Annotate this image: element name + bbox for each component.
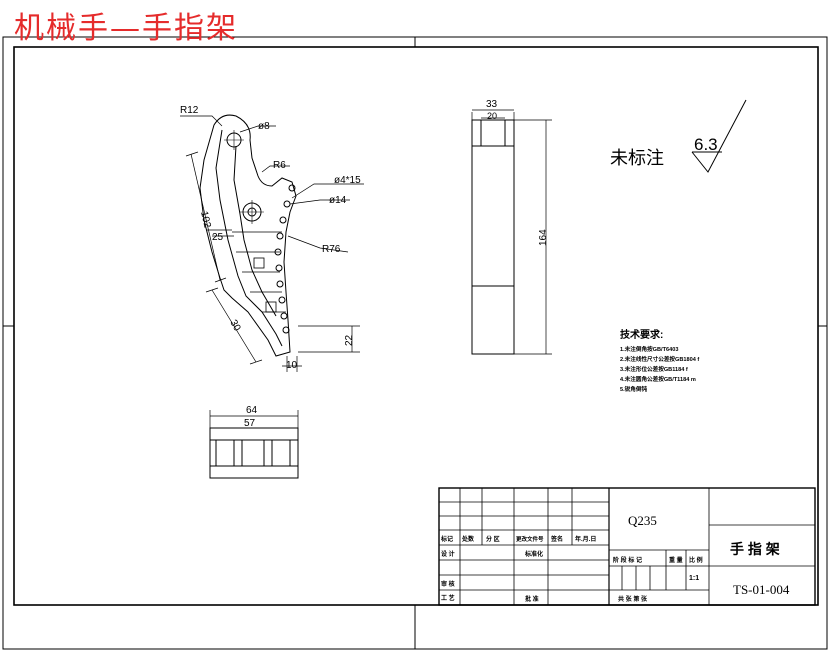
part-name: 手 指 架 (730, 541, 780, 557)
stage-header: 比 例 (689, 556, 703, 564)
dim-20: 20 (487, 111, 497, 121)
dim-102: 102 (198, 210, 213, 229)
roughness-label: 未标注 (610, 148, 664, 168)
dim-d14: ø14 (329, 195, 347, 206)
rev-header: 年.月.日 (575, 535, 596, 543)
sheet-text: 共 张 第 张 (618, 595, 648, 603)
inner-frame (13, 46, 819, 606)
tech-requirements: 技术要求: 1.未注倒角按GB/T6403 2.未注线性尺寸公差按GB1804 … (620, 328, 699, 393)
banner-title: 机械手—手指架 (14, 11, 238, 46)
dim-33: 33 (486, 99, 498, 110)
centering-marks (3, 37, 827, 649)
dim-22: 22 (344, 334, 355, 346)
stage-header: 阶 段 标 记 (613, 556, 642, 564)
revision-grid (439, 488, 610, 605)
rev-header: 标记 (440, 535, 453, 543)
tech-item: 5.锐角倒钝 (620, 385, 647, 393)
tech-item: 2.未注线性尺寸公差按GB1804 f (620, 355, 699, 363)
side-view: R12 ø8 R6 ø4*15 ø14 102 25 R76 30 22 10 (180, 105, 364, 372)
top-view: 64 57 (209, 405, 299, 479)
stage-header: 重 量 (669, 556, 683, 564)
tech-title: 技术要求: (620, 328, 663, 341)
dim-57: 57 (244, 418, 256, 429)
ribs (232, 231, 286, 313)
role-standard: 标准化 (524, 550, 543, 558)
bracket-outline (199, 114, 297, 357)
roughness-value: 6.3 (694, 135, 718, 154)
top-dimension-lines (209, 410, 299, 429)
scale: 1:1 (689, 575, 699, 582)
dim-d8: ø8 (258, 121, 270, 132)
rev-header: 签名 (550, 535, 563, 543)
bracket-inner-edge (215, 129, 283, 347)
role-process: 工 艺 (441, 594, 455, 602)
role-design: 设 计 (441, 550, 455, 558)
title-block: Q235 手 指 架 TS-01-004 1:1 标记 处数 分 区 更改文件号… (438, 487, 816, 606)
dim-r76: R76 (322, 244, 341, 255)
tech-item: 1.未注倒角按GB/T6403 (620, 345, 678, 353)
dim-r12: R12 (180, 105, 199, 116)
dim-164: 164 (538, 229, 549, 246)
material: Q235 (628, 513, 657, 528)
front-view: 33 20 164 (471, 99, 552, 355)
front-outline (471, 119, 515, 355)
dim-d4x15: ø4*15 (334, 175, 361, 186)
rev-header: 更改文件号 (516, 535, 544, 543)
side-dimension-lines (180, 115, 364, 372)
roughness-symbol (691, 99, 747, 173)
drawing-number: TS-01-004 (733, 582, 790, 597)
dim-25: 25 (212, 232, 224, 243)
rev-header: 分 区 (486, 535, 500, 543)
title-grid (609, 488, 815, 605)
rev-header: 处数 (461, 535, 475, 543)
roughness-note: 未标注 6.3 (610, 99, 747, 173)
dim-r6: R6 (273, 160, 286, 171)
outer-frame (2, 36, 828, 650)
role-approve: 批 准 (525, 595, 539, 603)
bracket-inner-edge-2 (233, 145, 277, 317)
role-check: 审 核 (441, 580, 455, 588)
tech-item: 3.未注形位公差按GB1184 f (620, 365, 688, 373)
dim-30: 30 (227, 318, 242, 334)
front-dimension-lines (471, 109, 552, 355)
tech-item: 4.未注圆角公差按GB/T1184 m (620, 375, 696, 383)
dim-64: 64 (246, 405, 258, 416)
top-outline (209, 427, 299, 479)
dim-10: 10 (286, 360, 298, 371)
